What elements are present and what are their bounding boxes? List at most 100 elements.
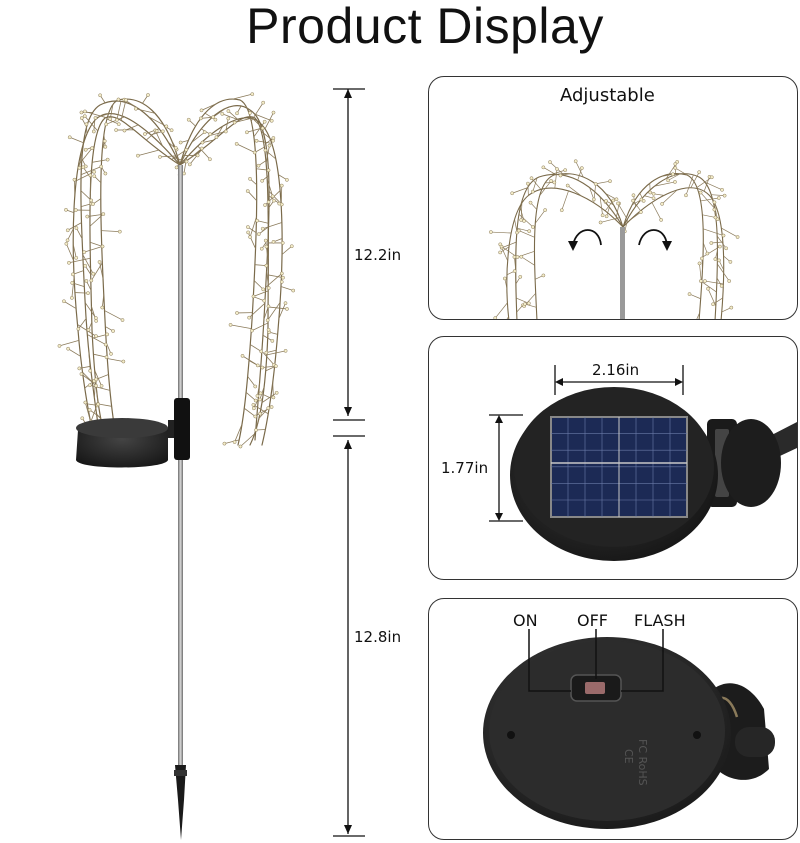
led-bulb — [253, 384, 258, 389]
svg-text:CE: CE — [622, 749, 635, 764]
led-bulb — [271, 239, 276, 244]
led-bulb — [279, 183, 284, 188]
led-bulb — [699, 279, 703, 283]
led-bulb — [591, 197, 596, 202]
led-bulb — [614, 197, 619, 202]
led-bulb — [76, 327, 81, 331]
led-bulb — [270, 339, 275, 343]
led-bulb — [272, 198, 276, 203]
led-bulb — [673, 162, 678, 166]
rotate-arrows — [572, 229, 668, 246]
led-bulb — [608, 179, 612, 184]
led-bulb — [255, 363, 260, 368]
led-bulb — [83, 263, 87, 268]
led-bulb — [70, 281, 75, 285]
led-bulb — [247, 315, 251, 320]
led-bulb — [258, 397, 262, 402]
led-bulb — [253, 414, 258, 419]
adjustable-label: Adjustable — [560, 85, 655, 106]
led-bulb — [260, 226, 265, 231]
led-bulb — [116, 122, 121, 126]
led-bulb — [260, 126, 265, 131]
led-bulb — [248, 235, 252, 239]
led-bulb — [245, 189, 250, 193]
led-bulb — [104, 355, 109, 359]
led-bulb — [285, 307, 289, 311]
led-bulb — [552, 180, 557, 185]
led-bulb — [251, 294, 256, 299]
led-bulb — [173, 146, 178, 150]
led-bulb — [266, 304, 271, 309]
adjustable-panel: Adjustable — [428, 76, 798, 320]
embossed-markings: CE FC RoHS — [622, 739, 649, 786]
led-bulb — [86, 291, 90, 296]
led-bulb — [558, 173, 563, 178]
led-bulb — [531, 225, 535, 229]
led-bulb — [593, 182, 598, 186]
led-bulb — [281, 275, 285, 280]
led-bulb — [631, 193, 636, 198]
led-bulb — [85, 214, 90, 219]
led-bulb — [598, 220, 603, 225]
led-bulb — [270, 194, 275, 199]
led-bulb — [604, 199, 608, 203]
led-bulb — [62, 299, 66, 304]
led-bulb — [208, 132, 213, 137]
led-bulb — [88, 173, 93, 178]
led-bulb — [262, 298, 267, 303]
led-bulb — [100, 244, 105, 249]
led-bulb — [684, 193, 688, 198]
adjustable-illustration — [489, 159, 740, 319]
led-bulb — [232, 120, 237, 125]
led-bulb — [267, 143, 272, 148]
led-bulb — [522, 219, 526, 223]
led-bulb — [260, 178, 265, 183]
led-bulb — [719, 284, 724, 288]
led-bulb — [712, 200, 717, 205]
led-bulb — [705, 251, 710, 256]
led-bulb — [72, 177, 77, 182]
led-bulb — [266, 327, 271, 332]
led-bulb — [94, 377, 98, 382]
led-bulb — [721, 233, 726, 238]
led-bulb — [88, 368, 93, 373]
led-bulb — [250, 328, 254, 333]
svg-text:FC RoHS: FC RoHS — [636, 739, 649, 786]
led-bulb — [228, 323, 233, 327]
led-bulb — [67, 135, 72, 140]
led-bulb — [57, 344, 62, 348]
rotate-left-arrow — [572, 229, 602, 246]
led-bulb — [264, 263, 269, 268]
led-bulb — [109, 351, 113, 356]
led-bulb — [116, 97, 121, 102]
led-bulb — [264, 350, 269, 355]
led-bulb — [124, 98, 128, 102]
led-bulb — [235, 111, 239, 116]
led-bulb — [84, 122, 89, 127]
led-bulb — [266, 406, 271, 410]
led-bulb — [234, 142, 239, 146]
led-bulbs — [57, 92, 296, 449]
led-bulb — [252, 150, 257, 155]
led-bulb — [220, 112, 225, 116]
led-bulb — [711, 302, 715, 307]
led-bulb — [660, 202, 664, 206]
led-bulb — [104, 122, 109, 127]
led-bulb — [698, 190, 703, 195]
led-bulb — [226, 116, 231, 121]
led-bulb — [91, 129, 96, 134]
led-bulb — [83, 109, 87, 114]
switch-flash-label: FLASH — [634, 611, 686, 630]
led-bulb — [184, 147, 189, 152]
upper-height-label: 12.2in — [354, 246, 402, 264]
led-bulb — [238, 444, 243, 449]
lower-height-label: 12.8in — [354, 628, 402, 646]
led-bulb — [111, 329, 115, 333]
led-bulb — [98, 93, 102, 98]
led-bulb — [74, 255, 79, 260]
led-bulb — [232, 440, 237, 444]
led-bulb — [673, 180, 677, 184]
led-bulb — [530, 189, 535, 194]
led-bulb — [256, 163, 261, 168]
